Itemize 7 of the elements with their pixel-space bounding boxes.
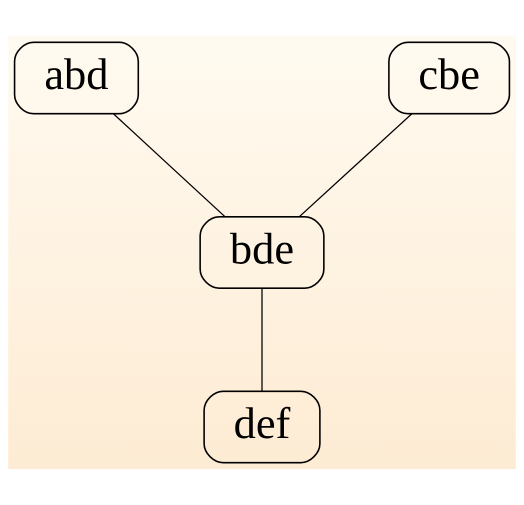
connector <box>298 113 412 218</box>
node-box: bde <box>199 216 325 289</box>
connector <box>261 288 263 392</box>
node-box: abd <box>14 42 140 115</box>
connector <box>113 113 226 218</box>
node-box: cbe <box>388 42 510 115</box>
node-box: def <box>203 390 321 464</box>
